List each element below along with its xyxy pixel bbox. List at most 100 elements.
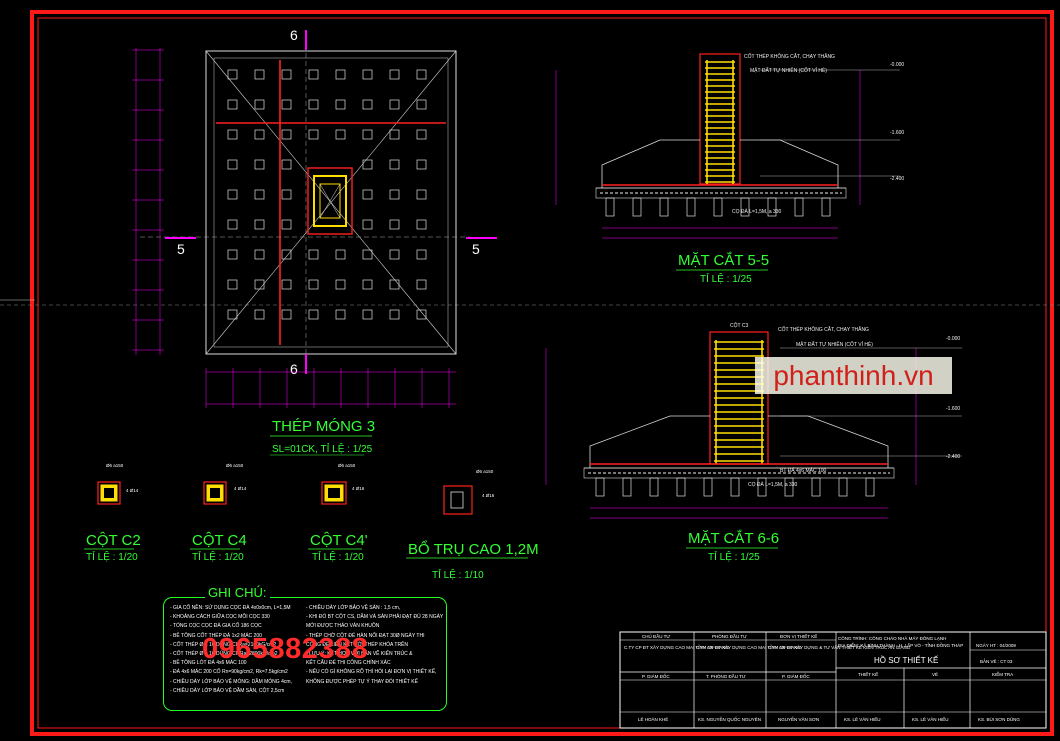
pile-marker bbox=[335, 279, 346, 290]
note-line: - CHIỀU DÀY LỚP BẢO VỆ DẦM SÀN, CỘT 2,5c… bbox=[170, 687, 285, 694]
note-line: KHÔNG ĐƯỢC PHÉP TỰ Ý THAY ĐỔI THIẾT KẾ bbox=[306, 678, 418, 685]
pile bbox=[838, 477, 848, 497]
column-stirrups bbox=[705, 61, 735, 183]
c4-scale: TỈ LỆ : 1/20 bbox=[192, 550, 244, 563]
note-line: KẾT CẤU ĐỂ THI CÔNG CHÍNH XÁC bbox=[306, 660, 391, 667]
pile-marker bbox=[308, 279, 319, 290]
tb-project: CÔNG TRÌNH: CÔNG CHÁO NHÀ MÁY ĐÔNG LẠNH bbox=[838, 635, 946, 641]
cut-mark-left: 5 bbox=[177, 241, 185, 257]
pile-marker bbox=[227, 129, 238, 140]
section-6-6: CỘT C3 CỐT THÉP KHÔNG CẮT, CHẠY THẲNG MẶ… bbox=[545, 322, 962, 563]
column-details: Ø6 a150 4 Ø14 CỘT C2 TỈ LỆ : 1/20 Ø6 a15… bbox=[84, 463, 539, 581]
pile bbox=[730, 477, 740, 497]
sec55-level-1: -1.600 bbox=[890, 130, 904, 136]
pile-marker bbox=[416, 189, 427, 200]
pile-marker bbox=[389, 99, 400, 110]
tb-col3-body: C.TY CP ĐT XÂY DỰNG & TƯ VẤN THIẾT KẾ KI… bbox=[768, 644, 911, 650]
tb-name-draw: KS. LÊ VĂN HIẾU bbox=[912, 715, 949, 722]
c4p-stirrup: Ø6 a150 bbox=[338, 463, 356, 468]
note-line: - LƯU Ý: KẾT HỢP VỚI BẢN VẼ KIẾN TRÚC & bbox=[306, 651, 413, 657]
pile-marker bbox=[254, 249, 265, 260]
pile-marker bbox=[389, 219, 400, 230]
cut-mark-right: 5 bbox=[472, 241, 480, 257]
pile bbox=[649, 477, 659, 497]
tb-role-draw: VẼ bbox=[932, 671, 938, 677]
note-line: - ĐÁ 4x6 MÁC 200 CỐ Rn=90kg/cm2, Rk=7.5k… bbox=[170, 669, 288, 676]
pile-marker bbox=[362, 249, 373, 260]
tb-col3-head: ĐƠN VỊ THIẾT KẾ bbox=[780, 633, 817, 639]
pile-marker bbox=[416, 159, 427, 170]
note-line: - NẾU CÓ GÌ KHÔNG RÕ THÌ HỎI LẠI ĐƠN VỊ … bbox=[306, 669, 437, 676]
pile bbox=[811, 477, 821, 497]
pile-marker bbox=[389, 309, 400, 320]
pile bbox=[659, 197, 669, 217]
pile-marker bbox=[335, 129, 346, 140]
botru-stirrup: Ø6 a150 bbox=[476, 469, 494, 474]
pile bbox=[632, 197, 642, 217]
notes-panel bbox=[163, 597, 447, 711]
pile bbox=[794, 197, 804, 217]
note-line: - BÊ TÔNG LÓT ĐÁ 4x6 MÁC 100 bbox=[170, 660, 247, 667]
pile-marker bbox=[416, 69, 427, 80]
pile-marker bbox=[308, 69, 319, 80]
sec66-pile-note: CỌ ĐÀ L=1,5M, a 330 bbox=[748, 481, 798, 488]
pile-marker bbox=[281, 99, 292, 110]
sec66-level-2: -2.400 bbox=[946, 454, 960, 460]
note-line: - CỐT THÉP Ø < 10 DÙNG CI Ra=2100kG/cm2 bbox=[170, 641, 277, 648]
pile bbox=[686, 197, 696, 217]
pile-marker bbox=[389, 129, 400, 140]
pile-marker bbox=[281, 129, 292, 140]
pile-marker bbox=[308, 309, 319, 320]
pile-marker bbox=[254, 189, 265, 200]
c2-stirrup: Ø6 a150 bbox=[106, 463, 124, 468]
section-55-scale: TỈ LỆ : 1/25 bbox=[700, 272, 752, 285]
tb-col2-head: PHÒNG ĐẦU TƯ bbox=[712, 633, 747, 639]
inner-frame bbox=[37, 17, 1047, 729]
pile-marker bbox=[254, 309, 265, 320]
column-footing-core bbox=[307, 167, 353, 235]
note-line: CÔNG ĐỂ LIÊN KẾT VỚI THÉP KHÓA TRÊN bbox=[306, 641, 408, 648]
tb-col1-name: LÊ HOÀN KHÊ bbox=[638, 715, 668, 722]
sec66-mac-note: BT ĐÁ 4x6 MÁC 100 bbox=[780, 467, 827, 474]
sec66-col-label: CỘT C3 bbox=[730, 322, 748, 329]
pile-marker bbox=[227, 279, 238, 290]
tb-col3-role: P. GIÁM ĐỐC bbox=[782, 673, 810, 679]
pile-marker bbox=[416, 219, 427, 230]
tb-location: ĐỊA ĐIỂM: XÃ BÌNH THÀNH - H. LẤP VÒ - TỈ… bbox=[838, 642, 963, 648]
pile bbox=[605, 197, 615, 217]
tb-col2-name: KS. NGUYỄN QUỐC NGUYÊN bbox=[698, 715, 761, 722]
botru-title: BỔ TRỤ CAO 1,2M bbox=[408, 540, 539, 558]
note-line: - CHIỀU DÀY LỚP BẢO VỆ SÀN : 1,5 cm, bbox=[306, 605, 401, 611]
pile-marker bbox=[335, 309, 346, 320]
tb-name-design: KS. LÊ VĂN HIẾU bbox=[844, 715, 881, 722]
pile-marker bbox=[335, 69, 346, 80]
column-stirrups bbox=[714, 341, 764, 462]
tb-col1-head: CHỦ ĐẦU TƯ bbox=[642, 633, 670, 639]
pile-marker bbox=[254, 129, 265, 140]
c2-bar: 4 Ø14 bbox=[126, 488, 139, 493]
pile-marker bbox=[227, 309, 238, 320]
pile-marker bbox=[227, 219, 238, 230]
pile bbox=[821, 197, 831, 217]
note-line: - GIA CỐ NỀN: SỬ DỤNG CỌC ĐÀ 4x0x0cm, L=… bbox=[170, 605, 291, 611]
foundation-plan: 6 6 5 5 THÉP MÓNG 3 SL=01CK, TỈ LỆ : 1/2… bbox=[132, 27, 497, 456]
pile-marker bbox=[416, 249, 427, 260]
pile bbox=[703, 477, 713, 497]
pile-marker bbox=[281, 279, 292, 290]
pile-marker bbox=[227, 159, 238, 170]
pile-marker bbox=[281, 159, 292, 170]
c4p-scale: TỈ LỆ : 1/20 bbox=[312, 550, 364, 563]
sec55-level-2: -2.400 bbox=[890, 176, 904, 182]
pile bbox=[713, 197, 723, 217]
plan-title: THÉP MÓNG 3 bbox=[272, 418, 375, 435]
pile-marker bbox=[281, 219, 292, 230]
pile bbox=[595, 477, 605, 497]
tb-role-check: KIỂM TRA bbox=[992, 671, 1013, 677]
pile-marker bbox=[227, 69, 238, 80]
tb-name-check: KS. BÙI SƠN DŨNG bbox=[978, 716, 1020, 722]
note-line: - KHI ĐỔ BT CỘT CS, DẦM VÀ SÀN PHẢI ĐẠT … bbox=[306, 614, 444, 621]
pile-marker bbox=[416, 129, 427, 140]
outer-frame bbox=[30, 10, 1054, 736]
dimension-ticks bbox=[132, 49, 450, 408]
pile-marker bbox=[416, 279, 427, 290]
